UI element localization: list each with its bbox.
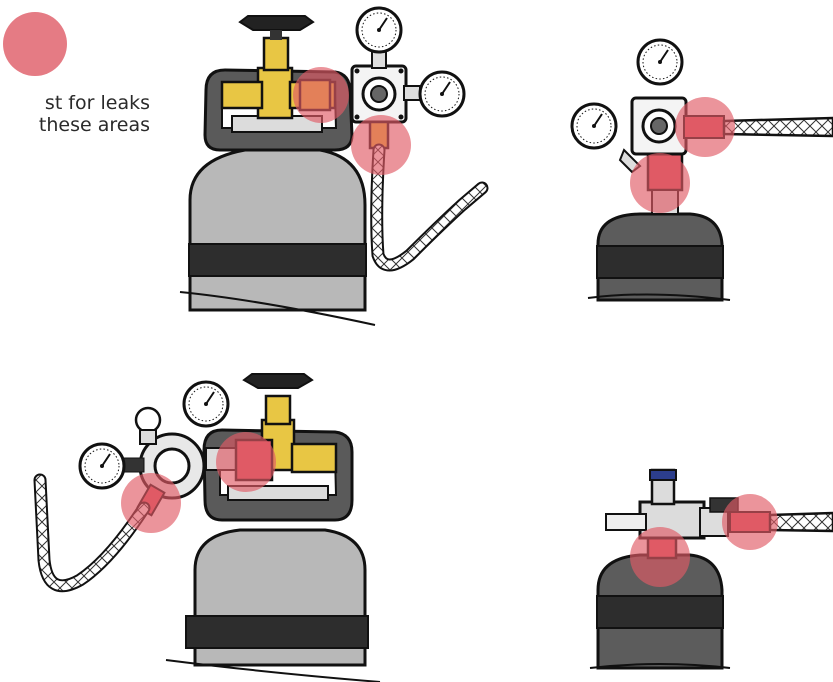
leak-marker-icon — [293, 67, 349, 123]
gauge-icon — [78, 442, 126, 490]
tank-bottom-right — [589, 468, 833, 670]
legend: st for leaks these areas — [0, 0, 150, 140]
leak-marker-icon — [351, 115, 411, 175]
valve-handle-icon — [238, 15, 315, 31]
gauge-icon — [355, 6, 403, 54]
gauge-icon — [418, 70, 466, 118]
tank-band — [596, 245, 724, 279]
gauge-icon — [636, 38, 684, 86]
leak-marker-icon — [722, 494, 778, 550]
leak-marker-icon — [630, 527, 690, 587]
gauge-icon — [182, 380, 230, 428]
leak-marker-icon — [121, 473, 181, 533]
leak-marker-icon — [3, 12, 67, 76]
tank-band — [596, 595, 724, 629]
tank-body — [188, 148, 367, 312]
tank-top-right — [570, 38, 833, 302]
valve-handle-icon — [242, 373, 314, 389]
leak-marker-icon — [216, 432, 276, 492]
tank-band — [185, 615, 369, 649]
tank-bottom-left — [33, 373, 381, 682]
hose-icon — [35, 475, 149, 591]
gauge-icon — [570, 102, 618, 150]
tank-top-left — [179, 6, 489, 326]
tank-band — [188, 243, 367, 277]
hose-icon — [372, 145, 487, 270]
hose-icon — [768, 511, 833, 533]
legend-caption: st for leaks these areas — [0, 92, 160, 136]
leak-marker-icon — [675, 97, 735, 157]
hose-icon — [722, 116, 833, 138]
legend-line-2: these areas — [38, 114, 150, 136]
legend-line-1: st for leaks — [44, 92, 150, 114]
leak-marker-icon — [630, 153, 690, 213]
